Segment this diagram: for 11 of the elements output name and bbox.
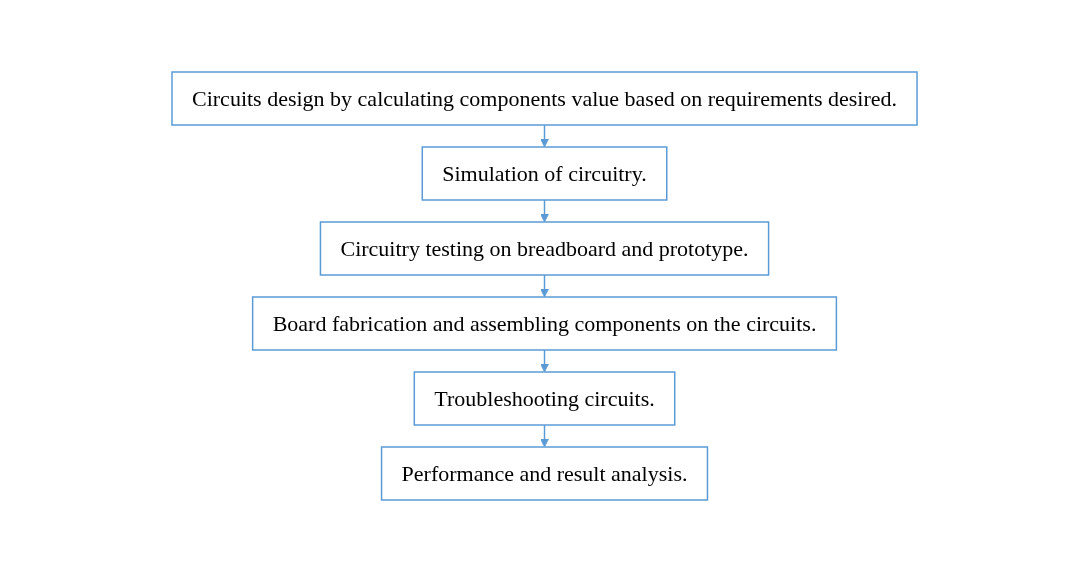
arrow (540, 273, 550, 297)
node-box: Circuits design by calculating components value based on requirements desired. (171, 70, 919, 126)
node-box: Board fabrication and assembling components on the circuits. (252, 295, 838, 351)
node-box: Performance and result analysis. (381, 445, 709, 501)
node-box: Circuitry testing on breadboard and prototype. (320, 220, 770, 276)
node-box: Simulation of circuitry. (422, 145, 668, 201)
arrow (540, 348, 550, 372)
node-box: Troubleshooting circuits. (414, 370, 676, 426)
arrow (540, 198, 550, 222)
arrow (540, 123, 550, 147)
arrow (540, 423, 550, 447)
